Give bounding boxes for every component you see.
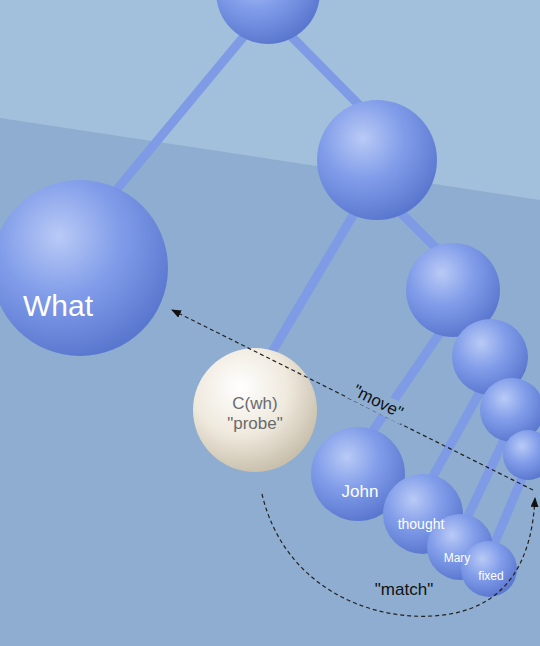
- probe-sphere: C(wh) "probe": [193, 348, 317, 472]
- arrow-label: "match": [372, 580, 436, 600]
- sphere-fill: [461, 541, 517, 597]
- sphere-shape: [0, 180, 168, 356]
- move-arrow: [172, 310, 533, 490]
- tree-branches: [118, 35, 523, 542]
- sphere-fill: [0, 180, 168, 356]
- node-text: thought: [398, 516, 445, 532]
- node-text: C(wh) "probe": [222, 394, 288, 433]
- match-arrow: [262, 494, 535, 616]
- word-sphere: fixed: [461, 541, 517, 597]
- wh-word-sphere: What: [0, 180, 168, 356]
- arrow-label: "move": [347, 380, 409, 425]
- sphere-shape: [461, 541, 517, 597]
- tree-spheres: [216, 0, 540, 480]
- node-text: Mary: [444, 552, 471, 566]
- node-text: What: [23, 289, 93, 324]
- node-text: John: [342, 482, 379, 502]
- node-text: fixed: [478, 570, 503, 584]
- sphere-fill: [193, 348, 317, 472]
